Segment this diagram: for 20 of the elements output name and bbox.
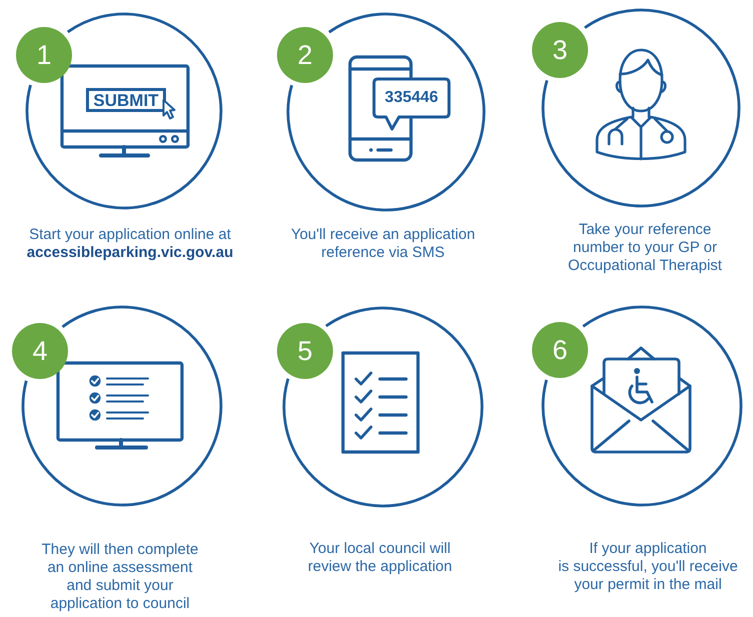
step-number-badge: 3 — [532, 22, 588, 78]
step-circle — [540, 304, 744, 508]
step-number-badge: 1 — [16, 27, 72, 83]
step-number-badge: 5 — [277, 323, 333, 379]
step-number-badge: 6 — [532, 322, 588, 378]
step-caption: If your application is successful, you'll receive your permit in the mail — [557, 540, 739, 594]
speech-bubble: 335446 — [372, 77, 451, 132]
step-circle — [24, 11, 224, 211]
step-caption: Your local council will review the application — [306, 540, 454, 576]
step-caption: Start your application online at accessibleparking.vic.gov.au — [26, 226, 234, 262]
step-circle — [20, 304, 224, 508]
step-circle — [281, 305, 485, 509]
submit-button: SUBMIT — [86, 88, 166, 112]
step-caption: You'll receive an application reference via SMS — [290, 226, 476, 262]
step-circle — [540, 7, 742, 209]
step-number-badge: 2 — [277, 27, 333, 83]
step-caption: They will then complete an online assessment and submit your application to council — [40, 541, 200, 613]
step-circle — [285, 11, 487, 213]
step-caption: Take your reference number to your GP or Occupational Therapist — [567, 221, 723, 275]
step-number-badge: 4 — [12, 323, 68, 379]
